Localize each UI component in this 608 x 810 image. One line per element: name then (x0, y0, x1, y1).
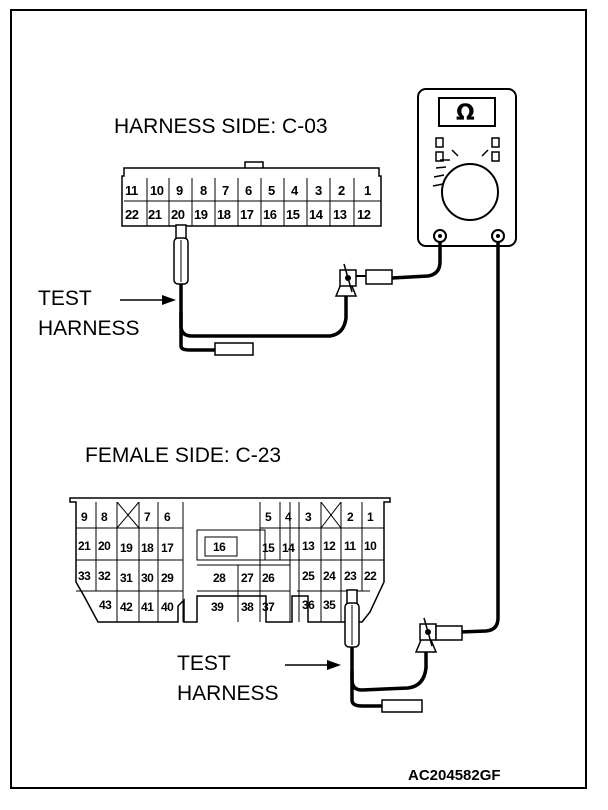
harness-side-label: HARNESS SIDE: C-03 (114, 115, 328, 138)
test-harness-label-bottom-2: HARNESS (177, 682, 279, 705)
c23-pin-4: 4 (285, 510, 292, 524)
c23-pin-37: 37 (262, 600, 275, 614)
figure-code: AC204582GF (408, 767, 501, 784)
c23-pin-12: 12 (323, 539, 336, 553)
test-harness-label-top-2: HARNESS (38, 317, 140, 340)
c23-pin-23: 23 (344, 569, 357, 583)
c23-pin-2: 2 (347, 510, 354, 524)
c23-pin-36: 36 (302, 598, 315, 612)
c03-pin-7: 7 (222, 183, 229, 198)
c03-pin-16: 16 (263, 207, 277, 222)
c23-pin-25: 25 (302, 569, 315, 583)
c23-pin-32: 32 (98, 569, 111, 583)
connector-c03: 11 10 9 8 7 6 5 4 3 2 1 22 21 20 19 18 1… (121, 161, 382, 227)
c23-pin-17: 17 (161, 541, 174, 555)
c23-pin-22: 22 (364, 569, 377, 583)
c23-pin-33: 33 (78, 569, 91, 583)
c23-pin-3: 3 (305, 510, 312, 524)
c03-pin-10: 10 (150, 183, 164, 198)
c23-pin-27: 27 (241, 571, 254, 585)
test-lead-bottom (344, 242, 500, 713)
c03-pin-4: 4 (291, 183, 299, 198)
c03-pin-20: 20 (171, 207, 185, 222)
arrow-bottom (285, 660, 341, 670)
arrow-top (120, 295, 176, 305)
c23-pin-19: 19 (120, 541, 133, 555)
c23-pin-8: 8 (101, 510, 108, 524)
c03-pin-2: 2 (338, 183, 345, 198)
c03-pin-13: 13 (333, 207, 347, 222)
c03-pin-5: 5 (268, 183, 275, 198)
c03-pin-12: 12 (357, 207, 371, 222)
c03-pin-18: 18 (217, 207, 231, 222)
c03-pin-6: 6 (245, 183, 252, 198)
c23-pin-28: 28 (213, 571, 226, 585)
c03-pin-3: 3 (315, 183, 322, 198)
c23-pin-39: 39 (211, 600, 224, 614)
c03-pin-22: 22 (125, 207, 139, 222)
c03-pin-9: 9 (176, 183, 183, 198)
connector-c23: 9 8 7 6 5 4 3 2 1 21 20 19 18 17 16 15 1… (69, 497, 391, 623)
c23-pin-29: 29 (161, 571, 174, 585)
c23-pin-14: 14 (282, 541, 295, 555)
c23-pin-11: 11 (344, 539, 356, 553)
c23-pin-18: 18 (141, 541, 154, 555)
c23-pin-43: 43 (99, 598, 112, 612)
c03-pin-8: 8 (200, 183, 207, 198)
meter-display (438, 97, 496, 127)
c23-pin-30: 30 (141, 571, 154, 585)
ohm-symbol: Ω (456, 101, 475, 126)
c23-pin-35: 35 (323, 598, 336, 612)
c23-pin-21: 21 (78, 539, 91, 553)
c03-pin-1: 1 (364, 183, 371, 198)
c23-pin-15: 15 (262, 541, 275, 555)
c23-pin-24: 24 (323, 569, 336, 583)
c23-pin-5: 5 (265, 510, 272, 524)
figure-border (10, 9, 587, 789)
c03-pin-14: 14 (309, 207, 324, 222)
c03-pin-11: 11 (125, 183, 138, 198)
c23-pin-13: 13 (302, 539, 315, 553)
c23-pin-31: 31 (120, 571, 133, 585)
c23-pin-16: 16 (213, 540, 226, 554)
female-side-label: FEMALE SIDE: C-23 (85, 444, 281, 467)
c03-pin-15: 15 (286, 207, 300, 222)
meter-dial (441, 163, 499, 221)
test-harness-label-bottom-1: TEST (177, 652, 231, 675)
test-harness-label-top-1: TEST (38, 287, 92, 310)
c23-pin-26: 26 (262, 571, 275, 585)
c23-pin-42: 42 (120, 600, 133, 614)
c23-pin-10: 10 (364, 539, 377, 553)
test-lead-top (173, 224, 442, 356)
c23-pin-6: 6 (164, 510, 171, 524)
c23-pin-9: 9 (81, 510, 88, 524)
c03-pin-21: 21 (148, 207, 162, 222)
ohmmeter: Ω (417, 88, 517, 247)
c23-pin-7: 7 (144, 510, 151, 524)
c23-pin-41: 41 (141, 600, 154, 614)
c23-pin-38: 38 (241, 600, 254, 614)
c23-pin-1: 1 (367, 510, 374, 524)
c23-pin-40: 40 (161, 600, 174, 614)
c23-pin-20: 20 (98, 539, 111, 553)
c03-pin-17: 17 (240, 207, 254, 222)
c03-pin-19: 19 (194, 207, 208, 222)
